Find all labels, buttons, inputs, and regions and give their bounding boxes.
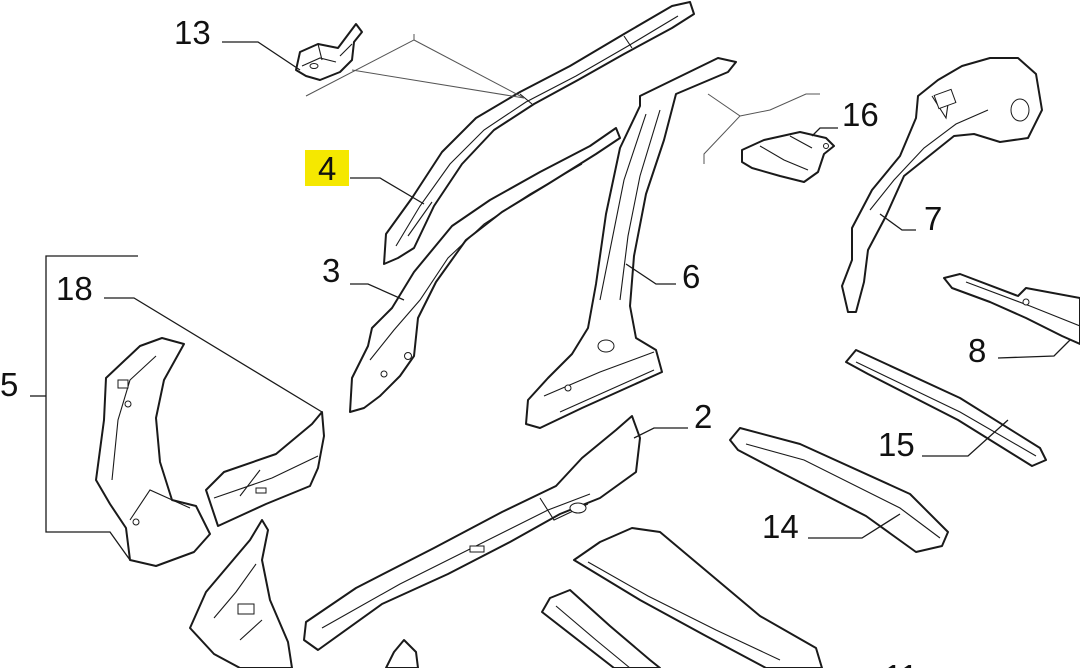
- callout-4[interactable]: 4: [318, 150, 336, 187]
- bracket-5: [45, 255, 138, 561]
- part-16-plate[interactable]: [741, 131, 835, 183]
- leader-14: [808, 513, 901, 539]
- part-18-panel[interactable]: [205, 411, 325, 527]
- part-2-sill[interactable]: [303, 415, 641, 651]
- part-8-rear-rail[interactable]: [943, 273, 1080, 345]
- part-14-floor-member[interactable]: [729, 427, 949, 553]
- callout-partial[interactable]: 11: [884, 658, 918, 668]
- reference-lines: [305, 34, 820, 164]
- callout-2[interactable]: 2: [694, 398, 712, 435]
- callout-15[interactable]: 15: [878, 426, 915, 463]
- bottom-small-part[interactable]: [385, 639, 419, 668]
- leader-13: [222, 41, 301, 71]
- callout-4-highlight: [305, 150, 349, 186]
- callout-7[interactable]: 7: [924, 200, 942, 237]
- leader-18: [104, 297, 323, 413]
- lower-pillar-part[interactable]: [189, 519, 293, 668]
- floor-pan[interactable]: [573, 527, 823, 668]
- leader-7: [879, 213, 916, 231]
- callout-5[interactable]: 5: [0, 366, 18, 403]
- bottom-rail[interactable]: [541, 589, 661, 668]
- leader-16: [811, 127, 838, 137]
- leader-2: [633, 427, 688, 439]
- callout-14[interactable]: 14: [762, 508, 799, 545]
- part-15-cross-member[interactable]: [845, 349, 1047, 467]
- part-13-bracket[interactable]: [295, 23, 363, 81]
- callout-8[interactable]: 8: [968, 332, 986, 369]
- callout-18[interactable]: 18: [56, 270, 93, 307]
- callout-3[interactable]: 3: [322, 252, 340, 289]
- part-5-assembly[interactable]: [95, 337, 211, 567]
- callout-13[interactable]: 13: [174, 14, 211, 51]
- leader-15: [922, 419, 1009, 457]
- part-3-a-pillar-inner[interactable]: [349, 127, 621, 413]
- part-7-wheel-arch[interactable]: [841, 57, 1043, 313]
- callout-16[interactable]: 16: [842, 96, 879, 133]
- leader-8: [997, 339, 1071, 359]
- leader-4: [350, 177, 425, 205]
- leader-6: [625, 263, 676, 285]
- leader-3: [350, 283, 405, 301]
- part-6-b-pillar[interactable]: [525, 57, 737, 429]
- part-4-roof-rail[interactable]: [383, 1, 695, 265]
- callout-6[interactable]: 6: [682, 258, 700, 295]
